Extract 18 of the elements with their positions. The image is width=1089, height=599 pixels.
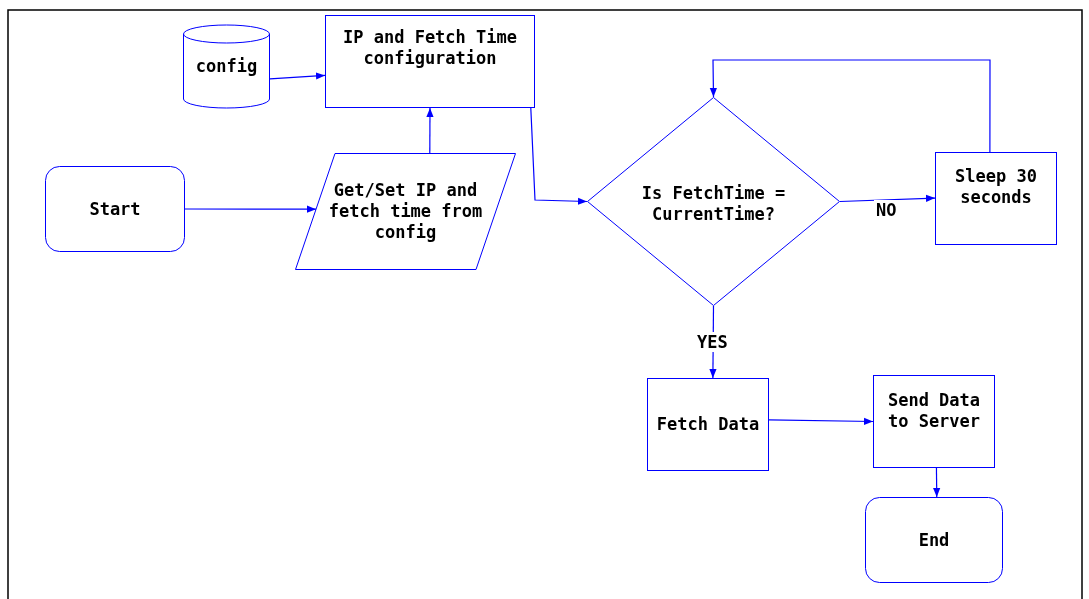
arrow <box>530 107 588 205</box>
node-label: Fetch Data <box>656 414 760 435</box>
arrow <box>933 467 941 498</box>
node-label: Start <box>89 198 141 220</box>
arrow <box>269 72 326 80</box>
arrow <box>426 107 434 154</box>
node-label: End <box>918 529 950 551</box>
node-label: IP and Fetch Time configuration <box>342 26 518 69</box>
node-label: Is FetchTime = CurrentTime? <box>640 182 787 225</box>
node-label: Get/Set IP and fetch time from config <box>327 180 484 243</box>
node-label: Send Data to Server <box>886 389 982 432</box>
edge-label: YES <box>695 332 730 352</box>
arrow <box>184 205 317 213</box>
arrow <box>839 194 936 203</box>
arrow <box>768 417 874 425</box>
node-label: config <box>195 56 258 77</box>
arrow <box>709 59 991 153</box>
node-label: Sleep 30 seconds <box>954 165 1038 208</box>
